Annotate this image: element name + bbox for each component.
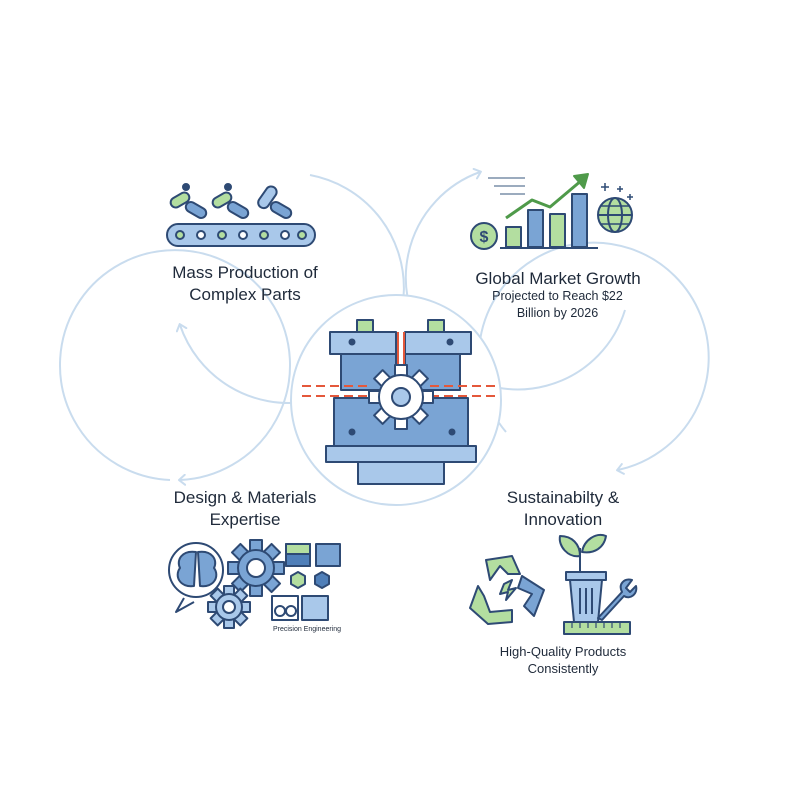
precision-engineering-caption: Precision Engineering [272,626,342,633]
sustainability-subtitle: High-Quality Products Consistently [499,644,627,676]
recycle-bin-wrench-icon [469,534,638,635]
flow-circle-bottom-left [59,249,291,486]
brain-gears-materials-icon [168,539,341,629]
market-growth-subtitle: Projected to Reach $22 Billion by 2026 [492,289,623,320]
svg-text:$: $ [480,229,489,246]
injection-mold-gear-icon [302,319,500,485]
design-materials-title: Design & Materials Expertise [173,488,317,529]
market-growth-chart-icon: $ [470,173,633,250]
market-growth-title: Global Market Growth [475,269,641,288]
sustainability-title: Sustainabilty & Innovation [506,488,620,529]
conveyor-belt-icon [166,183,316,247]
mass-production-title: Mass Production of Complex Parts [172,263,318,304]
